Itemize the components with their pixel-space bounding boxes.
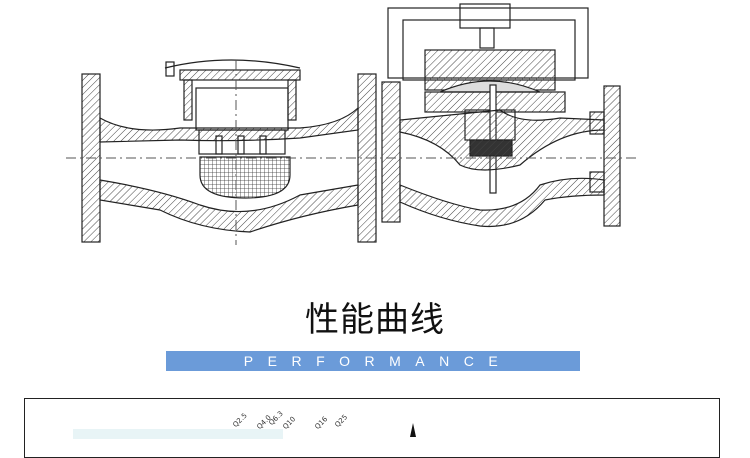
valve-cross-section-drawing bbox=[66, 3, 640, 245]
section-title: 性能曲线 bbox=[305, 300, 445, 340]
flow-label: Q25 bbox=[333, 413, 350, 429]
flow-label: Q2.5 bbox=[231, 411, 249, 429]
chart-marker bbox=[410, 423, 416, 437]
performance-chart-frame: Q2.5 Q4.0 Q6.3 Q10 Q16 Q25 bbox=[24, 398, 720, 458]
section-subtitle-band: PERFORMANCE CURVE bbox=[166, 351, 580, 389]
flow-label: Q10 bbox=[281, 415, 298, 431]
chart-background-strip bbox=[73, 429, 283, 439]
flow-label: Q16 bbox=[313, 415, 330, 431]
